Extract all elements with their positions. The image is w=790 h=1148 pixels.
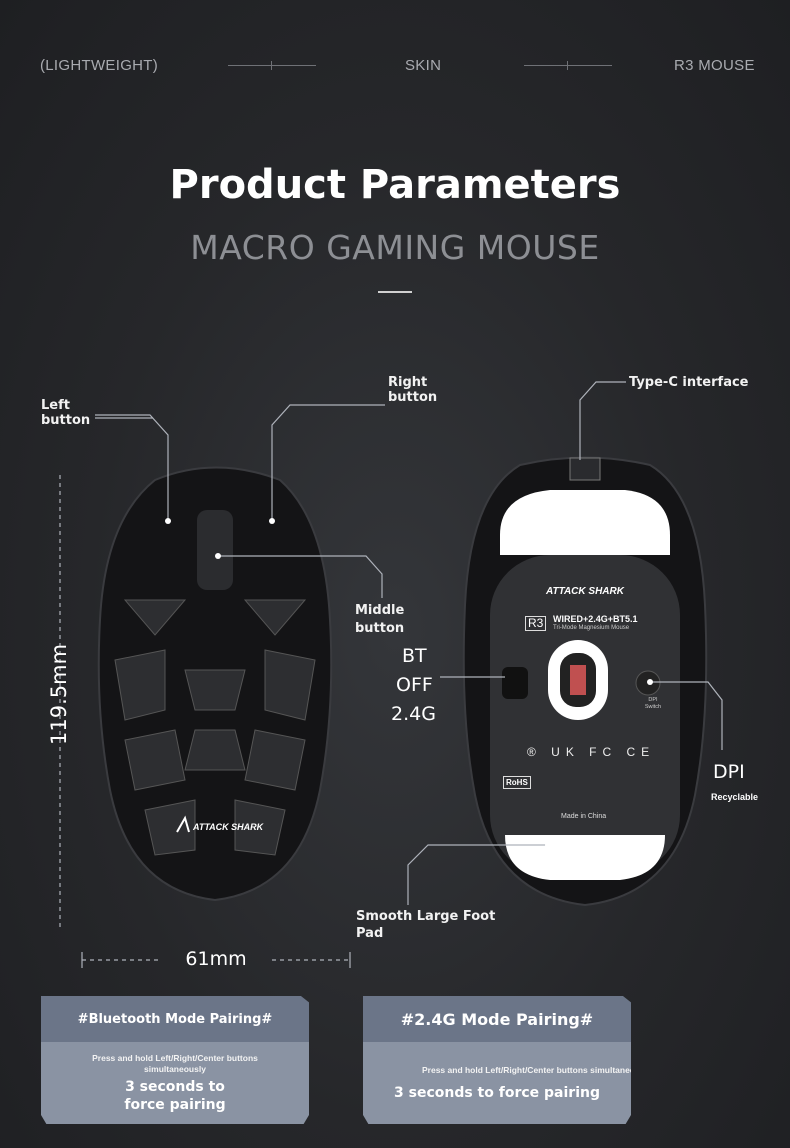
card-result: 3 seconds to force pairing: [394, 1084, 600, 1101]
made-in-china: Made in China: [561, 813, 607, 820]
mouse-bottom-brand: ATTACK SHARK: [546, 586, 624, 597]
label-left-button: Left button: [41, 398, 91, 428]
mouse-bottom-view-image: [462, 456, 708, 907]
dpi-switch-label: DPI Switch: [644, 697, 662, 710]
nav-lightweight: (LIGHTWEIGHT): [40, 57, 159, 74]
divider: [524, 61, 612, 70]
label-right-button: Right button: [388, 375, 438, 405]
24g-pairing-card: #2.4G Mode Pairing# Press and hold Left/…: [363, 996, 631, 1124]
rohs-mark: RoHS: [503, 776, 531, 789]
dimension-width: 61mm: [185, 948, 247, 970]
mouse-top-view-image: ATTACK SHARK: [97, 466, 333, 902]
bluetooth-pairing-card: #Bluetooth Mode Pairing# Press and hold …: [41, 996, 309, 1124]
card-title: #Bluetooth Mode Pairing#: [41, 996, 309, 1042]
spec-subtext: Tri-Mode Magnesium Mouse: [553, 625, 630, 631]
mouse-top-brand: ATTACK SHARK: [192, 822, 265, 832]
label-middle-button: Middle button: [355, 603, 405, 636]
page-title: Product Parameters: [169, 162, 621, 208]
nav-skin: SKIN: [405, 57, 442, 74]
label-recyclable: Recyclable: [711, 792, 759, 802]
title-rule: [378, 291, 412, 293]
divider: [228, 61, 316, 70]
mode-24g: 2.4G: [391, 703, 436, 725]
card-instruction: Press and hold Left/Right/Center buttons…: [422, 1064, 652, 1075]
card-result: 3 seconds to force pairing: [124, 1078, 226, 1113]
mode-bt: BT: [402, 645, 427, 667]
model-badge: R3: [525, 616, 547, 631]
label-type-c: Type-C interface: [629, 375, 749, 390]
certification-icons: ® UK FC CE: [527, 745, 656, 759]
card-instruction: Press and hold Left/Right/Center buttons…: [92, 1052, 258, 1074]
dimension-length: 119.5mm: [47, 643, 71, 745]
card-title: #2.4G Mode Pairing#: [363, 996, 631, 1042]
label-foot-pad: Smooth Large Foot Pad: [356, 909, 496, 941]
mode-off: OFF: [396, 674, 433, 696]
nav-r3-mouse: R3 MOUSE: [674, 57, 755, 74]
label-dpi: DPI: [713, 761, 745, 783]
page-subtitle: MACRO GAMING MOUSE: [190, 228, 600, 267]
spec-text: WIRED+2.4G+BT5.1: [553, 614, 638, 624]
